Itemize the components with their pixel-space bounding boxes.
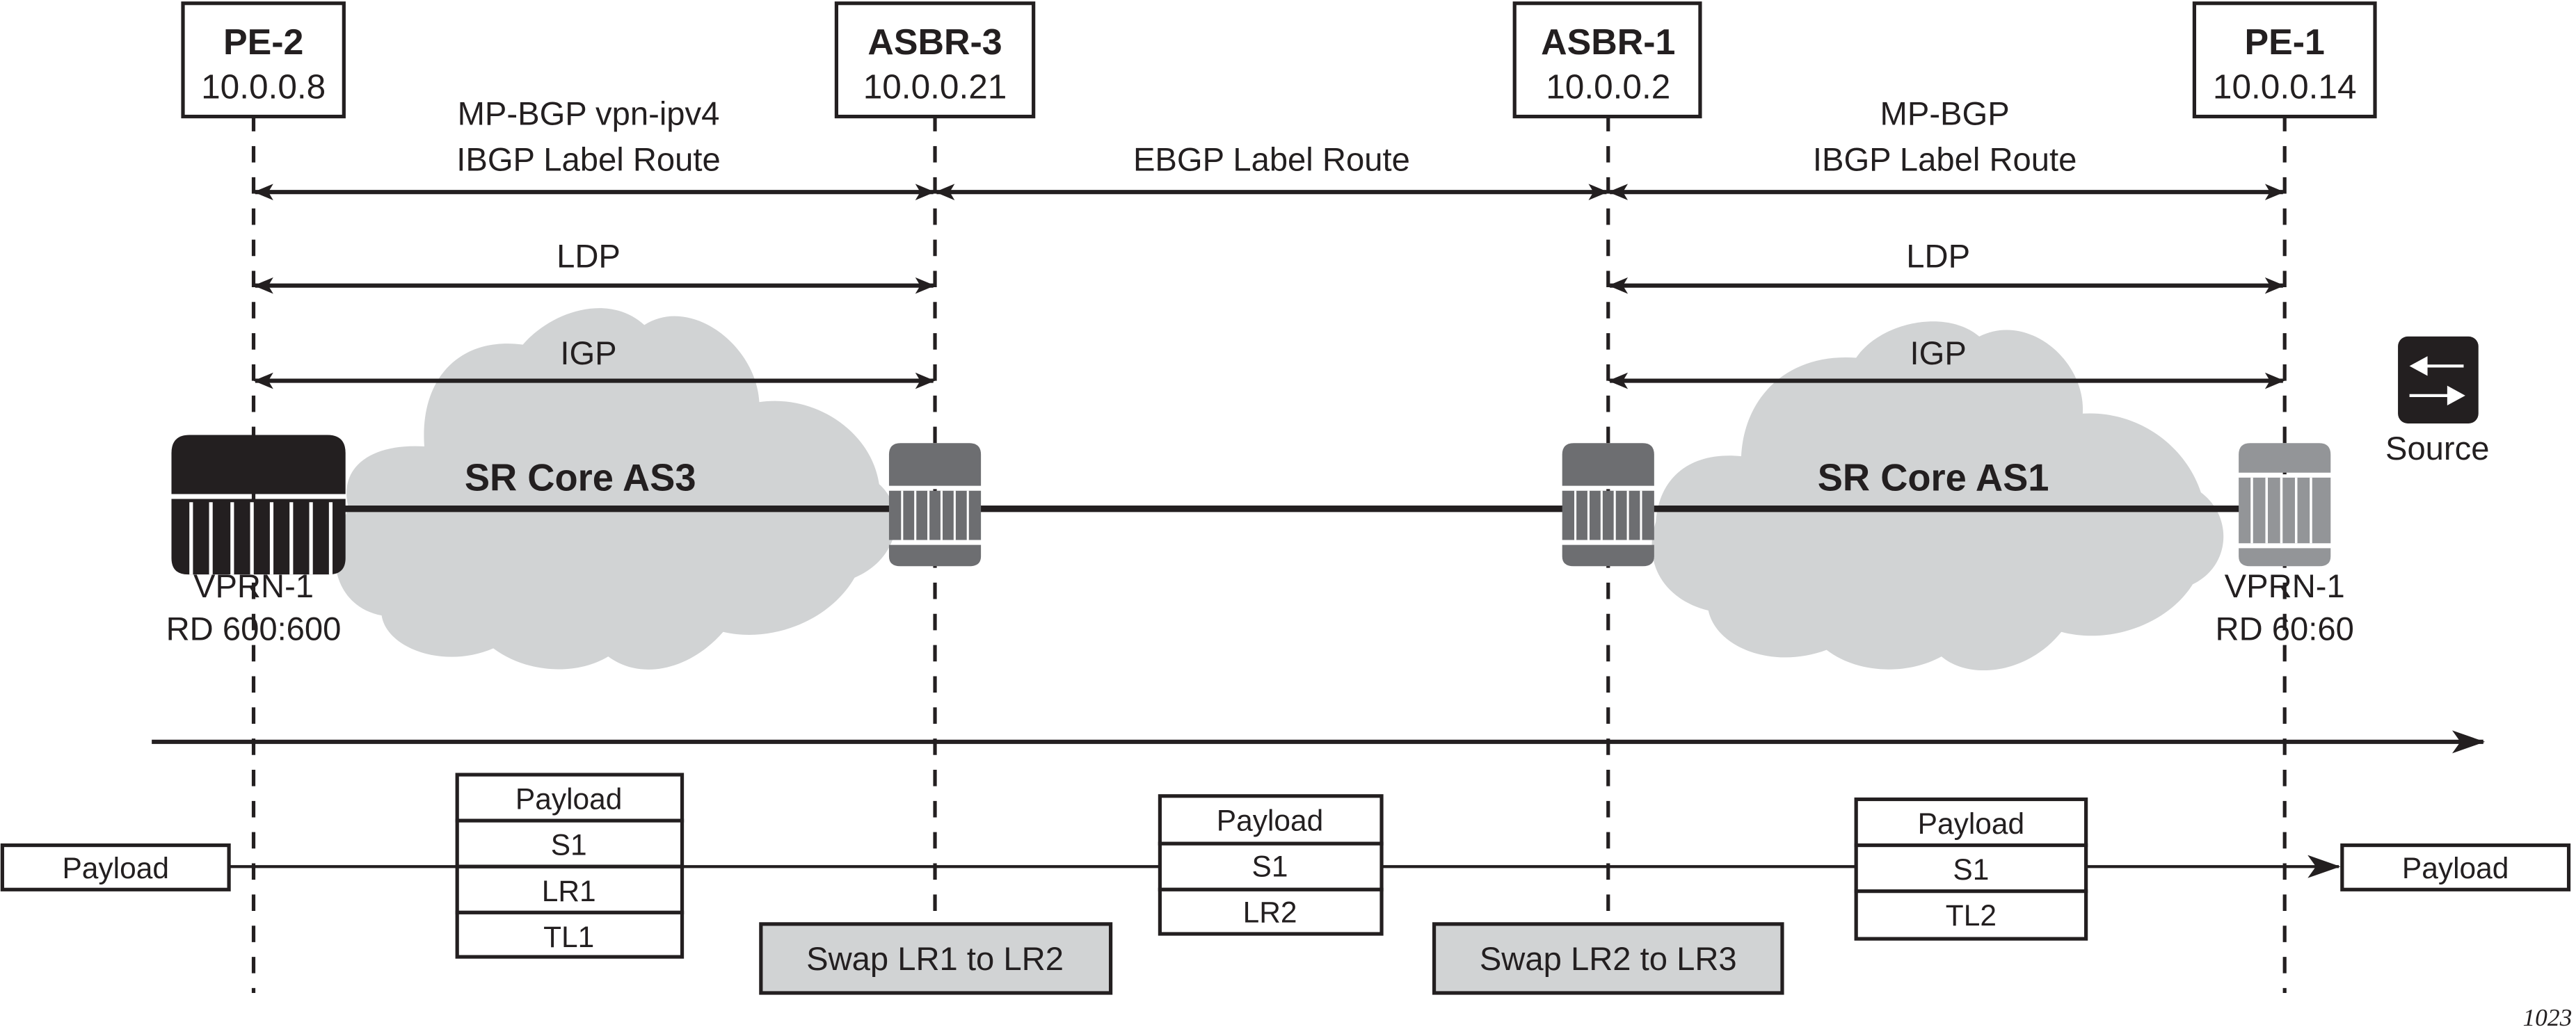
router-pe1-icon[interactable] bbox=[2239, 443, 2331, 567]
label-stack-1: Payload S1 LR1 TL1 bbox=[455, 773, 685, 959]
figure-number: 1023 bbox=[2522, 1003, 2572, 1031]
node-pe1-name: PE-1 bbox=[2245, 22, 2325, 63]
node-pe2-name: PE-2 bbox=[223, 22, 303, 63]
vprn-right-rd: RD 60:60 bbox=[2216, 611, 2354, 648]
stack3-cell: S1 bbox=[1953, 854, 1989, 887]
router-pe2-icon[interactable] bbox=[171, 435, 346, 575]
node-pe1-ip: 10.0.0.14 bbox=[2213, 67, 2357, 106]
swap-label-asbr1: Swap LR2 to LR3 bbox=[1480, 941, 1737, 978]
right-ldp-label: LDP bbox=[1906, 239, 1970, 275]
right-bgp-label-line2: IBGP Label Route bbox=[1813, 141, 2077, 178]
ingress-payload-box: Payload bbox=[0, 843, 231, 891]
node-pe1[interactable]: PE-1 10.0.0.14 bbox=[2192, 1, 2377, 119]
cloud-as3-label: SR Core AS3 bbox=[465, 457, 696, 499]
router-asbr3-icon[interactable] bbox=[888, 443, 982, 567]
node-asbr1-ip: 10.0.0.2 bbox=[1546, 67, 1670, 106]
node-pe2-ip: 10.0.0.8 bbox=[201, 67, 326, 106]
ingress-payload-label: Payload bbox=[62, 853, 168, 885]
stack2-cell: S1 bbox=[1252, 850, 1288, 883]
stack3-cell: Payload bbox=[1918, 808, 2024, 841]
stack2-cell: Payload bbox=[1217, 805, 1323, 837]
right-bgp-label-line1: MP-BGP bbox=[1880, 95, 2010, 132]
cloud-sr-core-as1 bbox=[1651, 321, 2224, 671]
stack3-cell: TL2 bbox=[1946, 900, 1997, 932]
right-igp-label: IGP bbox=[1910, 335, 1967, 372]
stack1-cell: S1 bbox=[551, 830, 587, 862]
vprn-left-name: VPRN-1 bbox=[193, 568, 314, 605]
node-pe2[interactable]: PE-2 10.0.0.8 bbox=[181, 1, 346, 119]
node-asbr3[interactable]: ASBR-3 10.0.0.21 bbox=[834, 1, 1036, 119]
middle-bgp-label: EBGP Label Route bbox=[1133, 141, 1410, 178]
left-bgp-label-line2: IBGP Label Route bbox=[456, 141, 721, 178]
node-asbr3-ip: 10.0.0.21 bbox=[863, 67, 1007, 106]
stack1-cell: TL1 bbox=[543, 921, 594, 954]
vprn-left-rd: RD 600:600 bbox=[166, 611, 342, 648]
egress-payload-box: Payload bbox=[2340, 843, 2571, 891]
left-igp-label: IGP bbox=[560, 335, 616, 372]
swap-box-asbr3: Swap LR1 to LR2 bbox=[759, 922, 1113, 995]
swap-label-asbr3: Swap LR1 to LR2 bbox=[806, 941, 1064, 978]
egress-payload-label: Payload bbox=[2402, 853, 2509, 885]
stack1-cell: Payload bbox=[515, 784, 622, 816]
node-asbr1-name: ASBR-1 bbox=[1541, 22, 1675, 63]
source-legend: Source bbox=[2385, 336, 2490, 467]
left-bgp-label-line1: MP-BGP vpn-ipv4 bbox=[458, 95, 720, 132]
stack2-cell: LR2 bbox=[1243, 896, 1297, 929]
stack1-cell: LR1 bbox=[542, 875, 596, 908]
vprn-right-name: VPRN-1 bbox=[2225, 568, 2345, 605]
left-ldp-label: LDP bbox=[557, 239, 621, 275]
source-label: Source bbox=[2385, 430, 2490, 467]
node-asbr3-name: ASBR-3 bbox=[867, 22, 1002, 63]
cloud-sr-core-as3 bbox=[335, 308, 896, 670]
swap-box-asbr1: Swap LR2 to LR3 bbox=[1432, 922, 1784, 995]
node-asbr1[interactable]: ASBR-1 10.0.0.2 bbox=[1512, 1, 1702, 119]
router-asbr1-icon[interactable] bbox=[1562, 443, 1654, 567]
cloud-as1-label: SR Core AS1 bbox=[1818, 457, 2049, 499]
bidirectional-arrows-icon bbox=[2398, 336, 2479, 423]
label-stack-2: Payload S1 LR2 bbox=[1158, 794, 1384, 936]
label-stack-3: Payload S1 TL2 bbox=[1854, 797, 2088, 941]
